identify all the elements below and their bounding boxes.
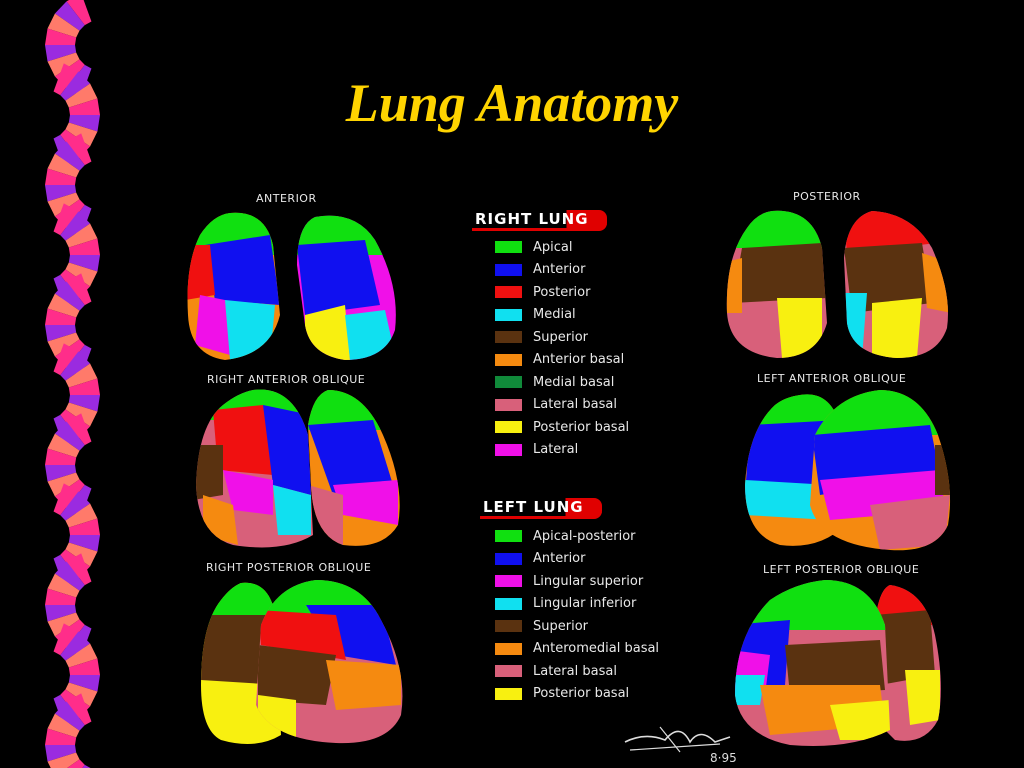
legend-swatch <box>495 597 522 610</box>
legend-swatch <box>495 308 522 321</box>
legend-left-lung-item: Posterior basal <box>495 685 629 703</box>
signature: 8·95 <box>624 726 737 765</box>
legend-left-lung-item: Lingular inferior <box>495 595 636 613</box>
view-label-anterior: ANTERIOR <box>256 192 317 205</box>
legend-label: Apical-posterior <box>533 528 636 544</box>
legend-left-lung-item: Anteromedial basal <box>495 640 659 658</box>
view-label-left-anterior-oblique: LEFT ANTERIOR OBLIQUE <box>757 372 907 385</box>
legend-label: Posterior basal <box>533 419 630 435</box>
legend-label: Anterior <box>533 262 586 277</box>
legend-label: Lingular superior <box>533 573 644 589</box>
legend-swatch <box>495 376 522 388</box>
legend-right-lung-item: Medial basal <box>495 373 614 391</box>
legend-left-lung-item: Lingular superior <box>495 572 643 590</box>
view-label-right-posterior-oblique: RIGHT POSTERIOR OBLIQUE <box>206 561 372 574</box>
legend-left-lung-item: Anterior <box>495 550 585 568</box>
legend-swatch <box>495 286 522 298</box>
legend-swatch <box>495 241 522 253</box>
legend-swatch <box>495 530 522 542</box>
legend-label: Medial <box>533 307 576 322</box>
legend-swatch <box>495 575 522 587</box>
view-label-right-anterior-oblique: RIGHT ANTERIOR OBLIQUE <box>207 373 366 386</box>
legend-label: Lateral basal <box>533 397 617 412</box>
legend-label: Anterior <box>533 551 586 566</box>
legend-swatch <box>495 665 522 677</box>
lung-illustration-posterior <box>726 210 948 359</box>
legend-swatch <box>495 642 522 655</box>
legend-label: Medial basal <box>533 374 615 390</box>
legend-left-lung-item: Lateral basal <box>495 662 617 680</box>
legend-swatch <box>495 331 522 343</box>
lung-illustration-right-anterior-oblique <box>196 389 400 548</box>
legend-label: Lingular inferior <box>533 596 637 611</box>
legend-right-lung-item: Superior <box>495 328 588 346</box>
legend-label: Apical <box>533 239 573 255</box>
legend-swatch <box>495 443 522 456</box>
lung-illustration-right-posterior-oblique <box>201 580 403 745</box>
decorative-ribbon <box>45 0 100 768</box>
legend-swatch <box>495 687 522 700</box>
legend-swatch <box>495 398 522 411</box>
legend-right-lung-item: Anterior basal <box>495 351 624 369</box>
slide-title: Lung Anatomy <box>345 73 679 133</box>
legend-label: Lateral <box>533 442 579 457</box>
ribbon-fan <box>45 693 92 768</box>
legend-title-right-lung: RIGHT LUNG <box>472 210 607 231</box>
legend-swatch <box>495 620 522 632</box>
legend-label: Lateral basal <box>533 663 617 679</box>
legend-right-lung-item: Lateral basal <box>495 396 617 414</box>
legend-label: Superior <box>533 618 588 634</box>
legend-label: Anteromedial basal <box>533 641 660 656</box>
legend-swatch <box>495 263 522 276</box>
legend-label: Superior <box>533 329 588 345</box>
legend-right-lung-item: Medial <box>495 306 576 324</box>
lung-illustration-left-posterior-oblique <box>735 580 941 746</box>
signature-date: 8·95 <box>710 751 737 765</box>
legend-label: Anterior basal <box>533 352 625 367</box>
legend-swatch <box>495 353 522 366</box>
view-label-posterior: POSTERIOR <box>793 190 861 203</box>
lung-illustration-anterior <box>187 212 396 361</box>
legend-right-lung-item: Posterior <box>495 283 590 301</box>
legend-swatch <box>495 552 522 565</box>
lung-illustration-left-anterior-oblique <box>745 390 951 551</box>
legend-title-left-lung: LEFT LUNG <box>480 498 602 519</box>
legend-label: Posterior <box>533 284 591 300</box>
view-label-left-posterior-oblique: LEFT POSTERIOR OBLIQUE <box>763 563 920 576</box>
legend-left-lung-item: Apical-posterior <box>495 527 636 545</box>
legend-right-lung-item: Lateral <box>495 441 578 459</box>
legend-left-lung-item: Superior <box>495 617 588 635</box>
legend-label: Posterior basal <box>533 686 630 701</box>
legend-right-lung-item: Anterior <box>495 261 585 279</box>
legend-right-lung-item: Posterior basal <box>495 418 629 436</box>
legend-swatch <box>495 421 522 433</box>
legend-right-lung-item: Apical <box>495 238 572 256</box>
